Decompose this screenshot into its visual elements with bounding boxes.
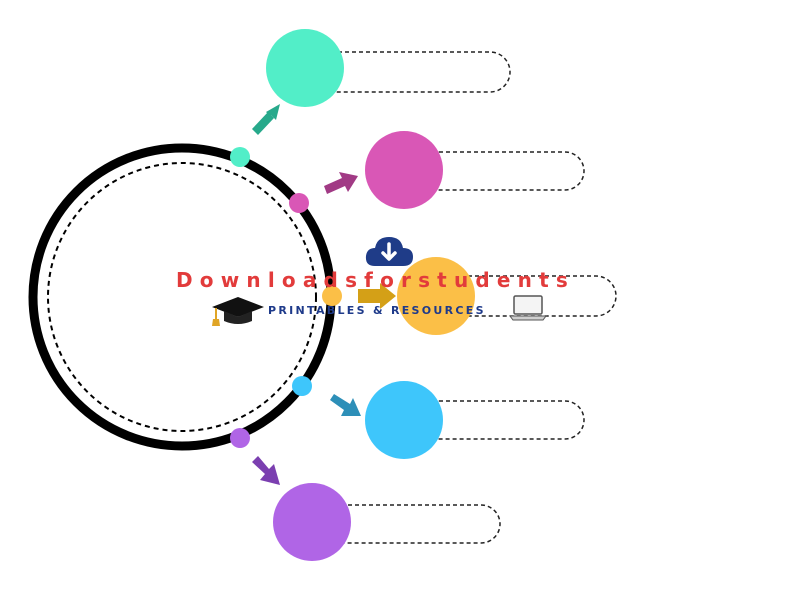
item-4-label-box xyxy=(419,400,585,440)
item-2-label-box xyxy=(419,151,585,191)
main-ring-outer xyxy=(28,143,336,451)
item-2-dot xyxy=(289,193,309,213)
item-4-arrow xyxy=(330,394,361,416)
main-ring-inner-dashed xyxy=(47,162,317,432)
item-1-label-box xyxy=(317,51,511,93)
item-3-circle xyxy=(397,257,475,335)
item-3-dot xyxy=(322,286,342,306)
item-5-arrow xyxy=(252,456,280,485)
item-3 xyxy=(322,257,617,335)
item-4-dot xyxy=(292,376,312,396)
item-2-circle xyxy=(365,131,443,209)
item-2-arrow xyxy=(324,172,358,194)
item-1-arrow xyxy=(256,104,280,133)
item-1-arrow-shaft xyxy=(252,112,274,135)
item-4 xyxy=(292,376,585,459)
item-5 xyxy=(230,428,501,561)
item-3-arrow xyxy=(358,283,396,309)
item-5-dot xyxy=(230,428,250,448)
item-4-circle xyxy=(365,381,443,459)
item-1-circle xyxy=(266,29,344,107)
item-5-label-box xyxy=(321,504,501,544)
item-1-dot xyxy=(230,147,250,167)
item-1 xyxy=(230,29,511,167)
item-2 xyxy=(289,131,585,213)
item-5-circle xyxy=(273,483,351,561)
